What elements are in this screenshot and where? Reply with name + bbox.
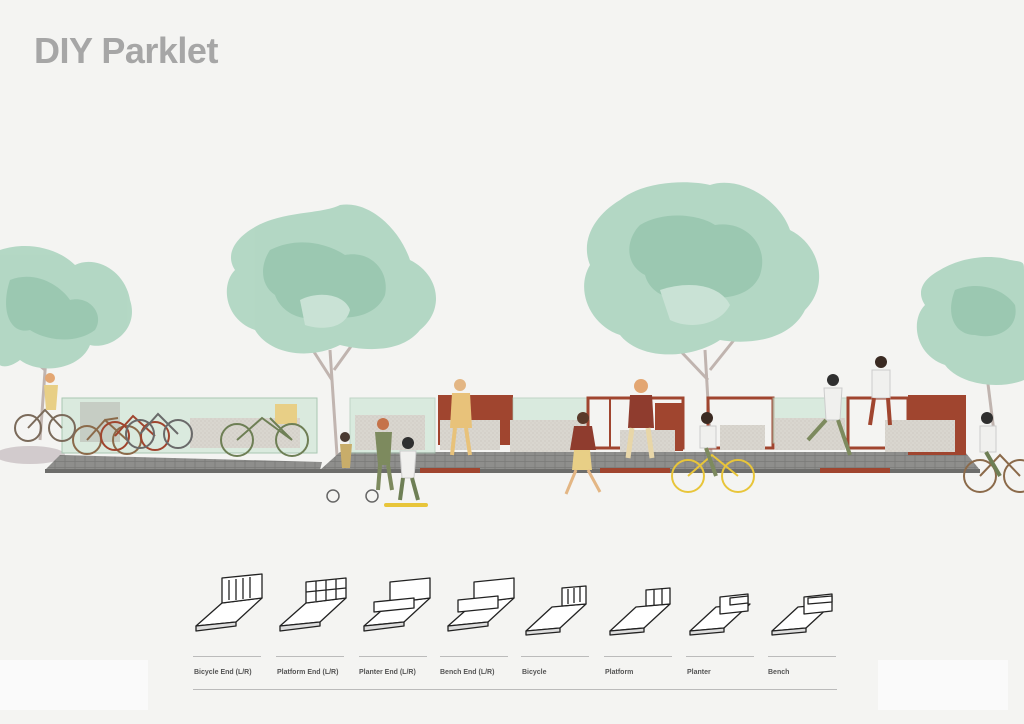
person-skateboard [384, 437, 428, 507]
divider [686, 656, 754, 657]
person-with-stroller [375, 418, 394, 491]
module-label: Bench End (L/R) [440, 669, 495, 676]
person-on-railing [868, 356, 892, 426]
divider [193, 656, 261, 657]
module-label: Bicycle [522, 669, 547, 676]
divider [521, 656, 589, 657]
bottom-divider [193, 689, 837, 690]
person-child [326, 432, 379, 503]
module-label: Bench [768, 669, 790, 676]
person-standing-yellow [450, 379, 472, 456]
divider [359, 656, 427, 657]
divider [440, 656, 508, 657]
module-label: Platform [605, 669, 634, 676]
people [44, 356, 1002, 507]
tree-center-right [584, 182, 820, 471]
bicycles [14, 408, 1024, 493]
person-cyclist-center [699, 412, 718, 477]
divider [604, 656, 672, 657]
tree-center-left [226, 204, 437, 471]
page-title: DIY Parklet [34, 30, 218, 71]
module-label: Planter [687, 669, 711, 676]
person-dancing [806, 374, 852, 456]
person-seated-man [625, 379, 655, 459]
person-walking [564, 412, 602, 495]
tree-left [0, 245, 132, 441]
tree-right [916, 257, 1024, 441]
module-label: Planter End (L/R) [359, 669, 416, 676]
divider [768, 656, 836, 657]
parklet-deck [45, 452, 980, 473]
corner-panel [878, 660, 1008, 710]
module-label: Platform End (L/R) [277, 669, 339, 676]
module-label: Bicycle End (L/R) [194, 669, 252, 676]
corner-panel [0, 660, 148, 710]
person-cyclist-left [44, 373, 58, 410]
divider [276, 656, 344, 657]
person-cyclist-right [979, 412, 1002, 478]
